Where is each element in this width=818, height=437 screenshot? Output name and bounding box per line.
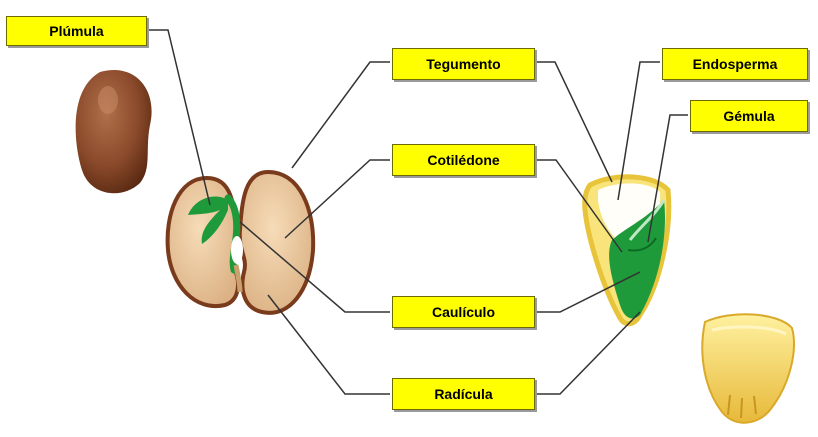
leader-tegumento-corn xyxy=(536,62,612,182)
opened-bean-seed xyxy=(168,172,314,313)
label-tegumento: Tegumento xyxy=(392,48,535,80)
bean-cotyledon-right xyxy=(240,172,313,313)
label-cotiledone: Cotilédone xyxy=(392,144,535,176)
label-gemula: Gémula xyxy=(690,100,808,132)
label-caulicula: Caulículo xyxy=(392,296,535,328)
label-radicula: Radícula xyxy=(392,378,535,410)
label-endosperma: Endosperma xyxy=(662,48,808,80)
whole-bean-seed xyxy=(76,70,152,193)
leader-tegumento xyxy=(292,62,390,168)
corn-kernel xyxy=(702,314,794,422)
label-plumula: Plúmula xyxy=(6,16,147,46)
